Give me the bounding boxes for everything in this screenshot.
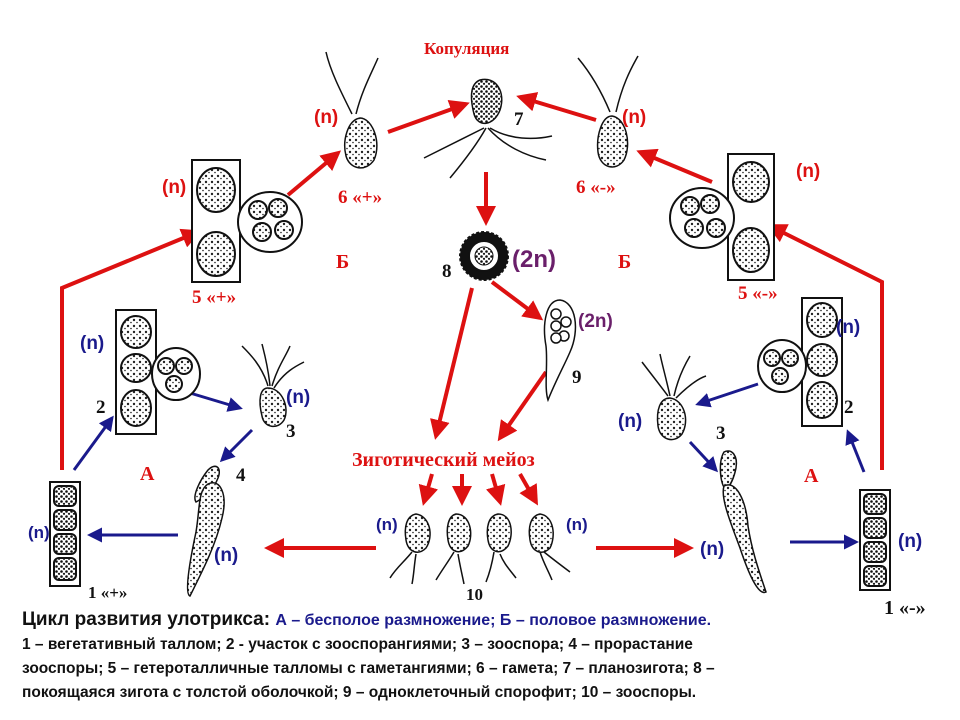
arrow-gamete-minus-to-copulation <box>516 92 597 122</box>
arrow-thallus-to-zoosporangia-left <box>72 415 114 471</box>
ploidy-label-zoosporangia-left: (n) <box>80 333 105 354</box>
arrow-thallus-plus-to-gametangia <box>60 228 202 470</box>
sexual-label-left: Б <box>336 251 350 273</box>
gametangia-minus-label: 5 «-» <box>738 283 778 304</box>
arrow-thallus-minus-to-gametangia <box>766 224 884 470</box>
ploidy-label-zoospore-left: (n) <box>286 387 311 408</box>
stage-number-10: 10 <box>466 585 483 604</box>
zoospores-group <box>389 513 571 585</box>
vegetative-thallus-plus <box>49 481 81 587</box>
caption-title: Цикл развития улотрикса: <box>22 609 271 630</box>
planozygote <box>423 78 553 179</box>
ploidy-label-sporophyte: (2n) <box>578 311 613 332</box>
gamete-plus-label: 6 «+» <box>338 187 383 208</box>
ploidy-label-zoospore-right: (n) <box>618 411 643 432</box>
stage-number-8: 8 <box>442 261 452 282</box>
stage-number-4: 4 <box>236 465 246 486</box>
ploidy-label-gamete-minus: (n) <box>622 107 647 128</box>
sexual-cycle-arrows <box>60 92 884 558</box>
caption-legend-line-1: 1 – вегетативный таллом; 2 - участок с з… <box>22 636 693 653</box>
arrow-meiosis-to-zoospore-3 <box>485 473 506 506</box>
sexual-label-right: Б <box>618 251 632 273</box>
caption-legend-line-2: зооспоры; 5 – гетероталличные талломы с … <box>22 660 715 677</box>
resting-zygote <box>459 231 509 281</box>
ploidy-label-zygote: (2n) <box>512 246 556 273</box>
stage-number-2-right: 2 <box>844 397 854 418</box>
arrow-zoospore-to-germling-right <box>688 440 719 473</box>
gamete-plus <box>325 51 379 169</box>
arrow-zygote-to-meiosis <box>430 287 474 440</box>
arrow-gametangia-plus-to-gamete <box>286 150 342 197</box>
arrow-gamete-plus-to-copulation <box>387 99 470 134</box>
gametangia-minus <box>669 153 775 281</box>
ploidy-label-germling-left: (n) <box>214 545 239 566</box>
arrow-zoosporangia-to-zoospore-right <box>695 382 759 408</box>
ploidy-label-zoospores-left: (n) <box>376 515 398 534</box>
zoosporangia-right <box>757 297 843 427</box>
germling-right <box>719 450 767 593</box>
gametangia-plus-label: 5 «+» <box>192 287 237 308</box>
stage-number-7: 7 <box>514 109 524 130</box>
caption-subtitle: А – бесполое размножение; Б – половое ра… <box>275 612 712 629</box>
thallus-minus-label: 1 «-» <box>884 597 926 619</box>
zoospore-left <box>241 343 305 428</box>
zygotic-meiosis-label: Зиготический мейоз <box>352 449 535 471</box>
gamete-minus-label: 6 «-» <box>576 177 616 198</box>
vegetative-thallus-minus <box>859 489 891 591</box>
asexual-label-left: А <box>140 463 155 485</box>
ploidy-label-zoosporangia-right: (n) <box>836 317 861 338</box>
arrow-zoospore-to-germling-left <box>219 428 254 463</box>
arrow-gametangia-minus-to-gamete <box>636 148 713 184</box>
zoospore-right <box>641 353 707 441</box>
arrow-zygote-to-sporophyte <box>490 280 544 321</box>
arrow-sporophyte-to-meiosis <box>497 370 548 442</box>
gametangia-plus <box>191 159 303 283</box>
ploidy-label-thallus-minus: (n) <box>898 531 923 552</box>
caption-legend-line-3: покоящаяся зигота с толстой оболочкой; 9… <box>22 684 697 701</box>
ploidy-label-thallus-plus: (n) <box>28 523 50 542</box>
ploidy-label-gametangia-minus: (n) <box>796 161 821 182</box>
stage-number-9: 9 <box>572 367 582 388</box>
asexual-label-right: А <box>804 465 819 487</box>
ploidy-label-gamete-plus: (n) <box>314 107 339 128</box>
figure-caption: Цикл развития улотрикса: А – бесполое ра… <box>22 608 942 705</box>
caption-title-line: Цикл развития улотрикса: А – бесполое ра… <box>22 608 942 633</box>
arrow-meiosis-to-zoospore-4 <box>518 473 538 506</box>
arrow-thallus-to-zoosporangia-right <box>845 429 866 473</box>
arrow-meiosis-to-zoospore-1 <box>418 473 439 506</box>
ploidy-label-gametangia-plus: (n) <box>162 177 187 198</box>
germling-left <box>186 465 225 597</box>
stage-number-3-left: 3 <box>286 421 296 442</box>
unicellular-sporophyte <box>543 299 577 403</box>
ploidy-label-germling-right: (n) <box>700 539 725 560</box>
zoosporangia-left <box>115 309 201 435</box>
thallus-plus-label: 1 «+» <box>88 583 128 602</box>
asexual-cycle-arrows <box>72 382 866 550</box>
stage-number-2-left: 2 <box>96 397 106 418</box>
copulation-label: Копуляция <box>424 39 510 58</box>
stage-number-3-right: 3 <box>716 423 726 444</box>
ploidy-label-zoospores-right: (n) <box>566 515 588 534</box>
gamete-minus <box>577 55 639 168</box>
